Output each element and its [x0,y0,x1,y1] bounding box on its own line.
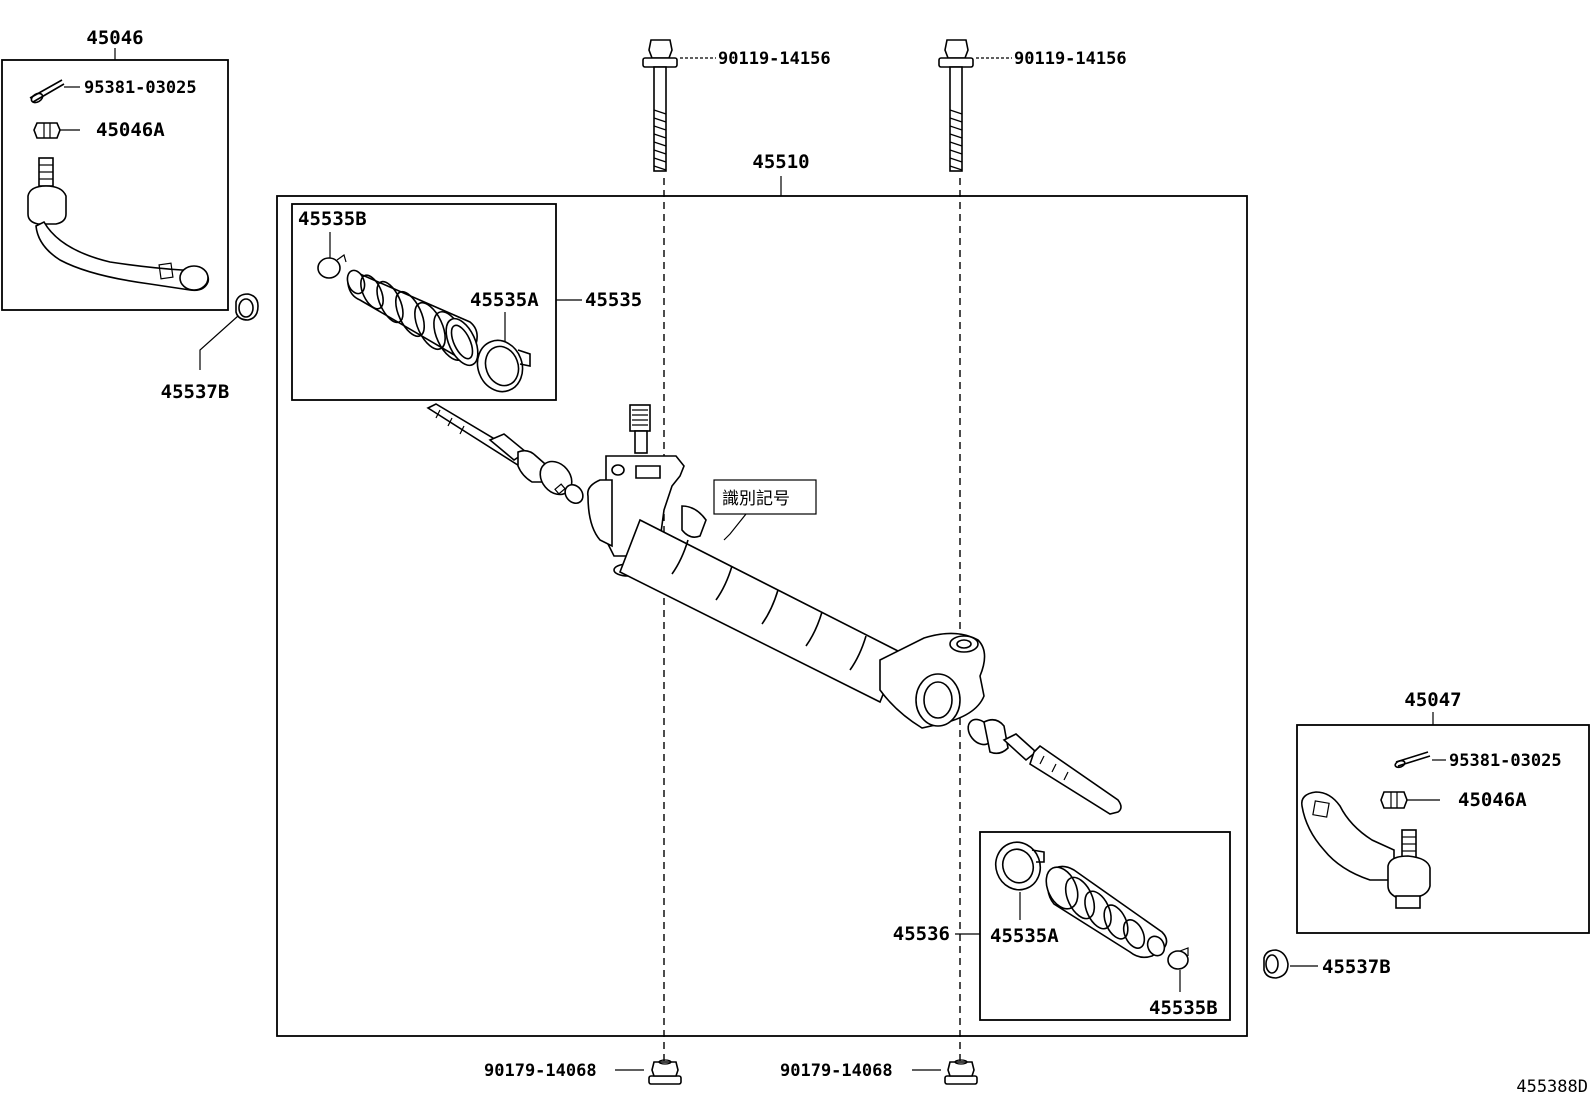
label-bolt-left: 90119-14156 [718,49,831,69]
boot-kit-right-box [979,831,1231,1021]
clip-left-icon [317,254,347,279]
lock-nut-left-icon [235,293,259,321]
bolt-right-group: 90119-14156 [938,39,1127,172]
label-identification-mark: 識別記号 [722,489,790,509]
lock-nut-right-group: 45537B [1263,949,1391,979]
inner-tie-rod-left-icon [426,403,584,505]
boot-left-icon [346,269,479,367]
label-nut-bottom-left: 90179-14068 [484,1061,597,1081]
bolt-left-icon [642,39,678,172]
cotter-pin-right-icon [1394,751,1431,769]
label-clamp-right: 45535A [990,925,1059,947]
label-nut-left: 45046A [96,119,165,141]
bolt-right-icon [938,39,974,172]
label-lock-nut-right: 45537B [1322,956,1391,978]
lock-nut-left-group: 45537B [161,293,259,403]
castle-nut-left-icon [33,122,61,139]
inner-tie-rod-right-icon [967,718,1122,815]
cotter-pin-left-icon [29,79,65,104]
castle-nut-right-icon [1380,791,1408,809]
nut-left-group: 90179-14068 [484,1059,682,1085]
label-clip-right: 45535B [1149,997,1218,1019]
boot-kit-right-group: 45535A 45535B 45536 [893,831,1231,1021]
label-tie-rod-end-left: 45046 [86,27,143,49]
label-boot-kit-left: 45535 [585,289,642,311]
lock-nut-right-icon [1263,949,1289,979]
tie-rod-end-left-group: 45046 95381-03025 45046A [1,27,229,311]
identification-mark-box [713,479,817,515]
boot-kit-left-group: 45535B 45535A [291,203,642,401]
illustration-code: 455388D [1516,1077,1588,1097]
label-boot-kit-right: 45536 [893,923,950,945]
flange-nut-right-icon [944,1059,978,1085]
clip-right-icon [1167,947,1189,970]
boot-right-icon [1045,865,1168,959]
nut-right-group: 90179-14068 [780,1059,978,1085]
label-clip-left: 45535B [298,208,367,230]
assembly-box [276,195,1248,1037]
tie-rod-end-right-icon [1300,791,1431,909]
tie-rod-end-left-icon [27,157,210,292]
tie-rod-end-right-group: 45047 95381-03025 45046A [1296,689,1590,934]
label-lock-nut-left: 45537B [161,381,230,403]
tie-rod-end-right-box [1296,724,1590,934]
bolt-left-group: 90119-14156 [642,39,831,172]
label-clamp-left: 45535A [470,289,539,311]
flange-nut-left-icon [648,1059,682,1085]
identification-mark-callout: 識別記号 [713,479,817,541]
label-nut-bottom-right: 90179-14068 [780,1061,893,1081]
label-cotter-pin-right: 95381-03025 [1449,751,1562,771]
leader-lock-nut-left [199,315,239,370]
label-bolt-right: 90119-14156 [1014,49,1127,69]
steering-rack-assembly-group: 45510 45535B [276,151,1248,1062]
label-nut-right: 45046A [1458,789,1527,811]
label-tie-rod-end-right: 45047 [1404,689,1461,711]
label-main-assembly: 45510 [752,151,809,173]
clamp-left-icon [476,339,531,393]
rack-housing-icon [586,404,986,729]
boot-kit-left-box [291,203,557,401]
leader-identification-mark [723,513,747,541]
label-cotter-pin-left: 95381-03025 [84,78,197,98]
clamp-right-icon [994,841,1045,891]
